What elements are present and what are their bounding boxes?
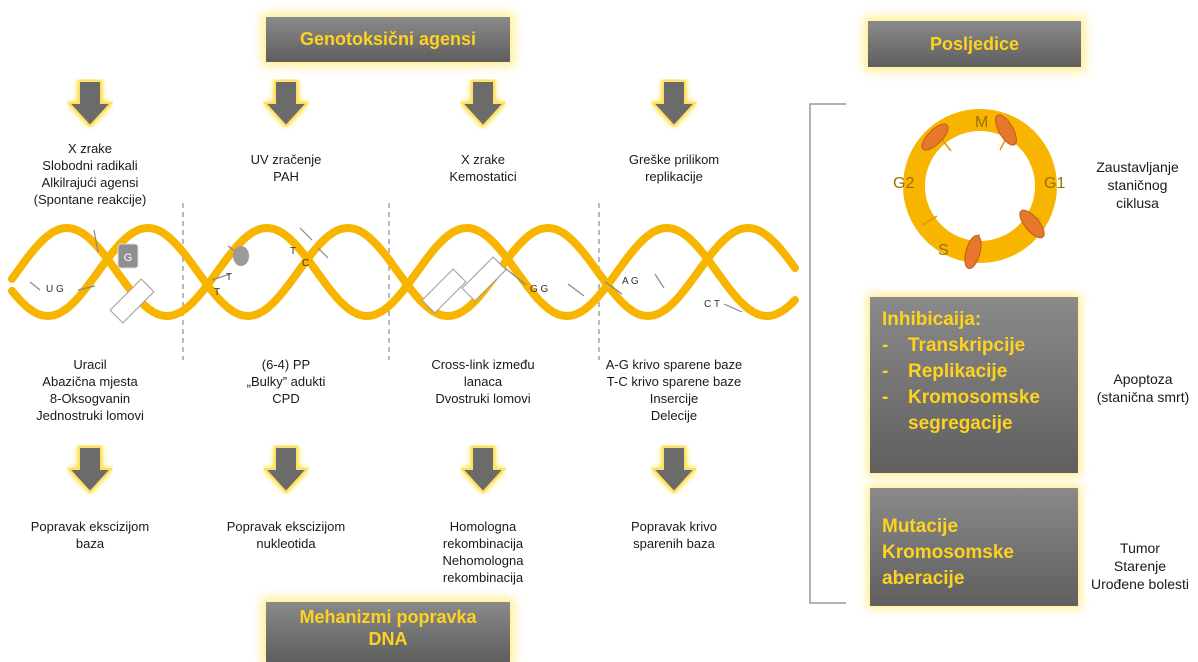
inhibition-box: Inhibicaija: -Transkripcije -Replikacije… bbox=[870, 297, 1078, 473]
phase-s-label: S bbox=[938, 242, 949, 259]
strand-break-box bbox=[109, 278, 155, 324]
agent-text-3: X zrake Kemostatici bbox=[449, 152, 517, 184]
phase-m-label: M bbox=[975, 114, 988, 131]
cell-cycle-outcome: Zaustavljanje staničnog ciklusa bbox=[1096, 159, 1179, 211]
tc-c-label: C bbox=[302, 258, 309, 269]
damage-text-2: (6-4) PP „Bulky” adukti CPD bbox=[246, 357, 326, 406]
ug-label: U G bbox=[46, 284, 64, 295]
helix-strand-b bbox=[8, 223, 799, 321]
inhibition-title: Inhibicaija: bbox=[882, 309, 982, 330]
crosslink-box bbox=[461, 256, 507, 302]
crosslink-box bbox=[421, 268, 467, 314]
apoptosis-outcome: Apoptoza (stanična smrt) bbox=[1096, 371, 1190, 405]
tc-t-label: T bbox=[290, 246, 296, 257]
ag-label: A G bbox=[622, 276, 639, 287]
down-arrow-icon bbox=[263, 446, 309, 494]
phase-g1-label: G1 bbox=[1044, 175, 1065, 192]
damage-text-1: Uracil Abazična mjesta 8-Oksogvanin Jedn… bbox=[36, 357, 144, 423]
list-item: -Transkripcije bbox=[882, 335, 1026, 356]
base-pair-ticks bbox=[29, 227, 743, 313]
repair-text-2: Popravak ekscizijom nukleotida bbox=[226, 519, 346, 551]
repair-text-4: Popravak krivo sparenih baza bbox=[631, 519, 717, 551]
gg-label: G G bbox=[530, 284, 549, 295]
checkpoint-marker bbox=[964, 234, 982, 270]
damage-text-4: A-G krivo sparene baze T-C krivo sparene… bbox=[605, 357, 743, 423]
phase-g2-label: G2 bbox=[893, 175, 914, 192]
down-arrow-icon bbox=[651, 80, 697, 128]
repair-mechanisms-footer: Mehanizmi popravka DNA bbox=[266, 602, 510, 662]
consequences-bracket bbox=[809, 103, 846, 604]
down-arrow-icon bbox=[67, 80, 113, 128]
ct-label: C T bbox=[704, 299, 720, 310]
checkpoint-marker bbox=[995, 114, 1017, 146]
down-arrow-icon bbox=[651, 446, 697, 494]
consequences-title: Posljedice bbox=[929, 33, 1020, 54]
tt-top-label: T bbox=[226, 272, 232, 283]
agent-text-1: X zrake Slobodni radikali Alkilrajući ag… bbox=[33, 141, 147, 207]
genotoxic-agents-title: Genotoksični agensi bbox=[299, 29, 477, 49]
g-base-label: G bbox=[124, 252, 133, 264]
genotoxic-agents-header: Genotoksični agensi bbox=[266, 17, 510, 62]
agent-text-2: UV zračenje PAH bbox=[250, 152, 322, 184]
damaged-base-g bbox=[117, 243, 139, 269]
down-arrow-icon bbox=[263, 80, 309, 128]
consequences-header: Posljedice bbox=[868, 21, 1081, 67]
damage-text-3: Cross-link između lanaca Dvostruki lomov… bbox=[431, 357, 535, 406]
down-arrow-icon bbox=[67, 446, 113, 494]
checkpoint-marker bbox=[1019, 209, 1045, 239]
mutation-box: Mutacije Kromosomske aberacije bbox=[870, 488, 1078, 606]
checkpoint-marker bbox=[921, 123, 949, 151]
tt-bottom-label: T bbox=[214, 287, 220, 298]
dna-helix: G U G T T T C G G A G C T bbox=[8, 200, 799, 360]
list-item: -Replikacije bbox=[882, 361, 1008, 382]
down-arrow-icon bbox=[460, 80, 506, 128]
inhibition-list: -Transkripcije -Replikacije -Kromosomske… bbox=[882, 333, 1066, 437]
repair-mechanisms-title: Mehanizmi popravka DNA bbox=[299, 607, 477, 649]
cell-cycle-ring: M G1 S G2 bbox=[893, 109, 1065, 270]
down-arrow-icon bbox=[460, 446, 506, 494]
repair-text-1: Popravak ekscizijom baza bbox=[30, 519, 150, 551]
mutation-outcome: Tumor Starenje Urođene bolesti bbox=[1090, 540, 1190, 592]
repair-text-3: Homologna rekombinacija Nehomologna reko… bbox=[442, 519, 524, 585]
agent-text-4: Greške prilikom replikacije bbox=[628, 152, 720, 184]
bulky-adduct bbox=[233, 246, 249, 266]
